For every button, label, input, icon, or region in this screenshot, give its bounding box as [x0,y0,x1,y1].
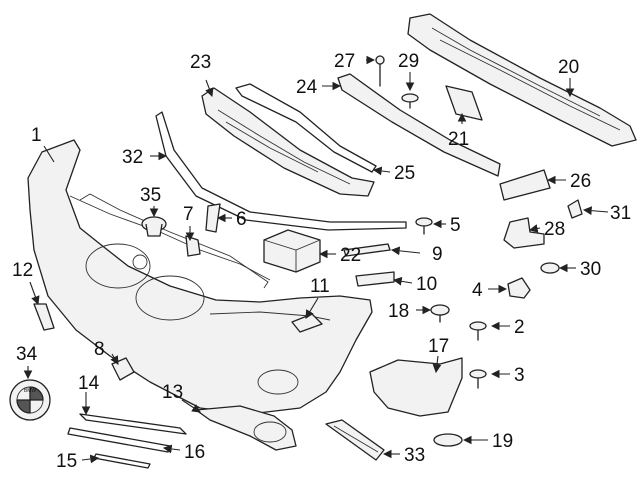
callout-16: 16 [184,442,205,463]
part-28-sensor [503,217,545,249]
part-15-trim [93,453,151,469]
part-27-bolt [375,55,385,87]
callout-22: 22 [340,245,361,266]
part-30-sensor [540,262,560,274]
callout-3: 3 [514,365,525,386]
part-18-clip [430,304,450,323]
part-9-strip [343,243,391,257]
part-26-bracket [499,169,551,201]
callout-27: 27 [334,51,355,72]
callout-15: 15 [56,451,77,472]
callout-9: 9 [432,244,443,265]
callout-35: 35 [140,185,161,206]
part-31-clip [567,199,583,219]
callout-33: 33 [404,445,425,466]
part-2-screw [469,321,487,341]
part-4-sensor [507,277,531,299]
part-6-bracket [205,203,221,233]
part-11-cap [291,313,323,333]
callout-14: 14 [78,373,100,394]
callout-23: 23 [190,52,211,73]
emblem-logo-text: BMW [24,388,37,394]
callout-13: 13 [162,382,183,403]
callout-7: 7 [183,204,194,225]
leader-lines [23,55,609,464]
callout-6: 6 [236,209,247,230]
part-35-plug [141,216,167,237]
callout-2: 2 [514,317,525,338]
part-21-bracket [445,85,483,121]
part-14-trim [79,413,187,435]
part-7-bracket [185,235,201,257]
callout-20: 20 [558,57,579,78]
callout-31: 31 [610,203,631,224]
callout-1: 1 [31,125,42,146]
callout-11: 11 [310,276,330,297]
part-1-bumper-cover [27,139,373,415]
part-16-trim [67,427,171,453]
part-5-clip [415,217,433,235]
callout-labels: 1 2 3 4 5 6 7 8 9 10 11 12 13 14 15 16 1… [12,51,631,472]
callout-26: 26 [570,171,591,192]
callout-25: 25 [394,163,415,184]
part-3-screw [469,369,487,389]
callout-10: 10 [416,274,437,295]
callout-28: 28 [544,219,565,240]
part-10-strip [355,271,395,287]
callout-18: 18 [388,301,409,322]
callout-21: 21 [448,129,469,150]
callout-12: 12 [12,260,33,281]
part-12-reflector [33,303,55,331]
part-29-nut [401,93,419,109]
callout-17: 17 [428,336,449,357]
callout-5: 5 [450,215,461,236]
part-19-cap [433,433,463,447]
part-32-strip [155,111,407,231]
part-33-grille [325,419,385,461]
part-23-absorber [201,87,375,197]
callout-4: 4 [472,280,483,301]
callout-29: 29 [398,51,419,72]
part-17-duct [369,357,463,417]
part-24-strip [337,73,501,177]
callout-19: 19 [492,431,513,452]
callout-30: 30 [580,259,601,280]
callout-34: 34 [16,344,38,365]
part-20-impact-bar [407,13,637,147]
callout-32: 32 [122,147,143,168]
part-22-block [263,229,321,273]
callout-8: 8 [94,339,105,360]
part-34-emblem: BMW [9,379,51,421]
callout-24: 24 [296,77,318,98]
part-13-grille [195,405,297,451]
